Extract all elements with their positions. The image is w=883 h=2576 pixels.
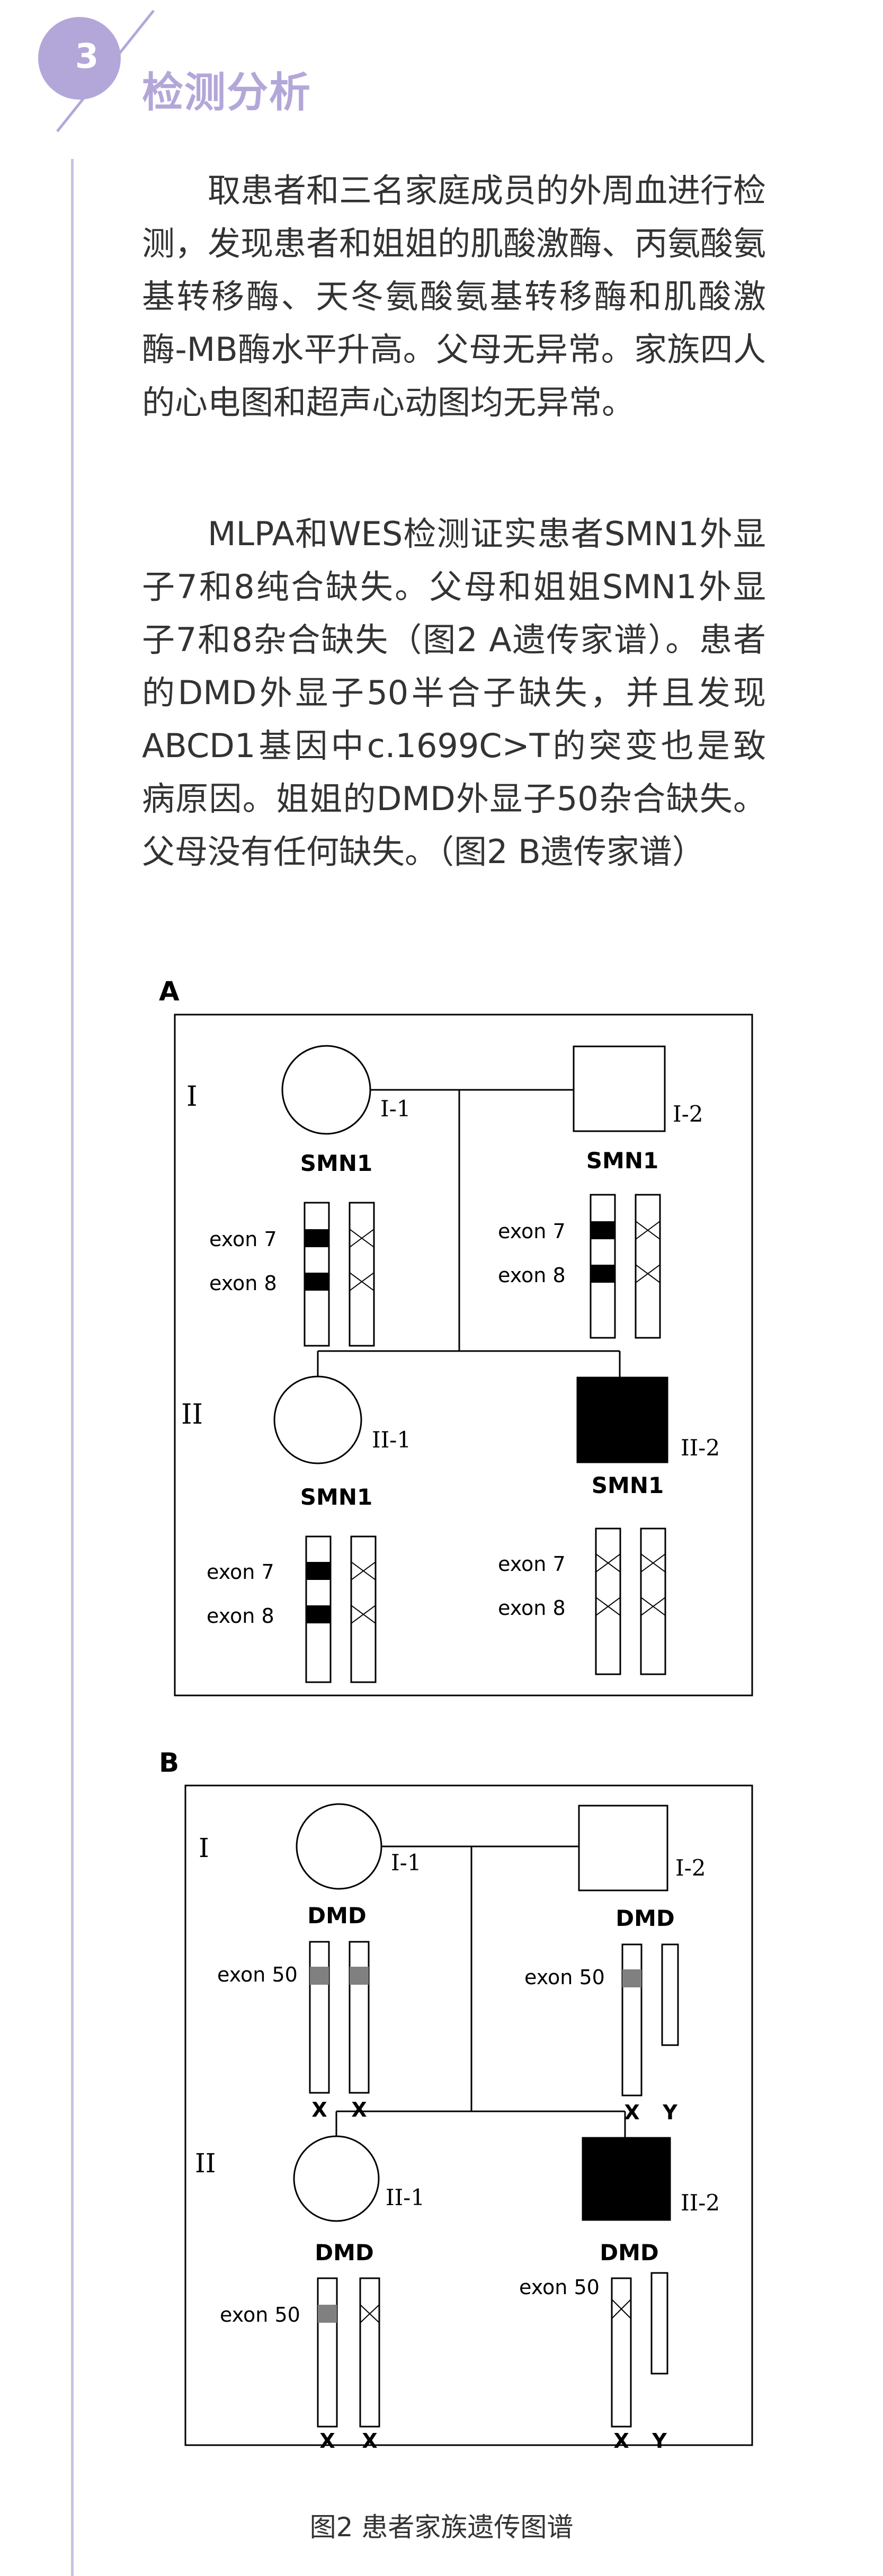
a-ii1-chr1-exon8 bbox=[306, 1605, 331, 1623]
a-i2-chr2-del8 bbox=[635, 1264, 661, 1283]
badge-slash bbox=[56, 10, 155, 132]
a-i2-chr2 bbox=[635, 1194, 661, 1339]
left-rule bbox=[71, 159, 74, 2576]
figure-caption: 图2 患者家族遗传图谱 bbox=[309, 2512, 574, 2543]
a-i1-gene-label: SMN1 bbox=[300, 1150, 372, 1176]
a-i2-chr1-exon8 bbox=[591, 1265, 615, 1283]
b-ii2-chr-x-del50 bbox=[611, 2299, 631, 2319]
section-number: 3 bbox=[75, 37, 99, 76]
a-ii1-id: II-1 bbox=[372, 1427, 411, 1453]
a-i2-exon8: exon 8 bbox=[498, 1264, 566, 1287]
a-i2-male-unaffected bbox=[573, 1045, 666, 1132]
b-ii1-exon50: exon 50 bbox=[220, 2303, 300, 2326]
a-i1-chr2 bbox=[349, 1202, 375, 1347]
b-ii2-label-y: Y bbox=[652, 2429, 667, 2453]
b-ii2-male-affected bbox=[582, 2137, 671, 2221]
panel-b: B I II I-1 I-2 DMD DMD exon 50 X X exon … bbox=[159, 1747, 753, 2453]
a-i2-chr2-del7 bbox=[635, 1221, 661, 1240]
a-ii1-exon8: exon 8 bbox=[207, 1604, 274, 1628]
pedigree-figure: A I II I-1 I-2 SMN1 SMN1 exon 7 exon 8 e… bbox=[159, 976, 753, 2453]
b-ii2-chr-y bbox=[650, 2272, 668, 2375]
b-i1-female-unaffected bbox=[296, 1803, 382, 1890]
panel-b-letter: B bbox=[159, 1747, 179, 1778]
a-ii1-gene-label: SMN1 bbox=[300, 1484, 372, 1510]
a-ii2-exon8: exon 8 bbox=[498, 1596, 566, 1620]
panel-a-frame bbox=[174, 1014, 753, 1696]
a-ii2-gene-label: SMN1 bbox=[592, 1472, 664, 1498]
panel-b-gen-2: II bbox=[195, 2148, 216, 2179]
paragraph-1: 取患者和三名家庭成员的外周血进行检测，发现患者和姐姐的肌酸激酶、丙氨酸氨基转移酶… bbox=[142, 171, 766, 422]
b-i2-label-y: Y bbox=[662, 2101, 677, 2124]
b-i1-label-x2: X bbox=[351, 2098, 367, 2121]
a-ii2-chr1-del7 bbox=[595, 1553, 621, 1573]
b-i2-gene-label: DMD bbox=[616, 1905, 675, 1931]
section-badge: 3 bbox=[38, 10, 155, 132]
b-i1-exon50: exon 50 bbox=[217, 1963, 298, 1986]
b-i1-id: I-1 bbox=[391, 1850, 422, 1876]
paragraph-2: MLPA和WES检测证实患者SMN1外显子7和8纯合缺失。父母和姐姐SMN1外显… bbox=[142, 514, 766, 871]
b-ii1-id: II-1 bbox=[386, 2184, 425, 2210]
a-ii2-id: II-2 bbox=[681, 1435, 720, 1461]
a-i1-chr2-del8 bbox=[349, 1272, 374, 1291]
b-ii2-id: II-2 bbox=[681, 2190, 720, 2216]
b-ii2-gene-label: DMD bbox=[600, 2240, 659, 2266]
b-ii1-chr-x1-exon50 bbox=[318, 2305, 337, 2323]
a-ii1-chr2-del7 bbox=[351, 1561, 376, 1580]
b-ii2-label-x: X bbox=[613, 2429, 629, 2453]
panel-b-gen-1: I bbox=[199, 1833, 209, 1863]
a-i2-id: I-2 bbox=[673, 1101, 703, 1127]
b-ii1-female-unaffected bbox=[293, 2135, 380, 2222]
a-ii2-chr2-del7 bbox=[640, 1553, 666, 1573]
b-i1-chr-x1-exon50 bbox=[310, 1967, 329, 1985]
a-ii1-exon7: exon 7 bbox=[207, 1560, 274, 1584]
a-i1-chr1-exon8 bbox=[305, 1273, 329, 1291]
b-i2-label-x: X bbox=[624, 2101, 639, 2124]
a-ii1-chr2 bbox=[350, 1535, 377, 1683]
a-i2-chr1-exon7 bbox=[591, 1221, 615, 1239]
b-i1-chr-x1 bbox=[309, 1941, 330, 2094]
b-i1-chr-x2-exon50 bbox=[350, 1967, 369, 1985]
a-i2-exon7: exon 7 bbox=[498, 1220, 566, 1243]
a-ii2-chr1-del8 bbox=[595, 1597, 621, 1616]
a-ii1-female-unaffected bbox=[273, 1375, 362, 1464]
b-ii1-chr-x2-del50 bbox=[360, 2304, 380, 2323]
b-i2-chr-x-exon50 bbox=[622, 1969, 641, 1987]
b-ii1-gene-label: DMD bbox=[315, 2240, 374, 2266]
panel-a: A I II I-1 I-2 SMN1 SMN1 exon 7 exon 8 e… bbox=[159, 976, 753, 1696]
a-i1-exon7: exon 7 bbox=[209, 1228, 277, 1251]
b-ii2-chr-x bbox=[611, 2277, 632, 2428]
panel-a-gen-2: II bbox=[181, 1399, 203, 1431]
b-i1-chr-x2 bbox=[349, 1941, 370, 2094]
b-i1-label-x1: X bbox=[311, 2098, 327, 2121]
b-ii1-label-x1: X bbox=[319, 2429, 335, 2453]
a-i1-id: I-1 bbox=[380, 1096, 411, 1122]
a-i1-chr1-exon7 bbox=[305, 1229, 329, 1247]
a-ii1-chr1-exon7 bbox=[306, 1562, 331, 1580]
a-ii2-exon7: exon 7 bbox=[498, 1552, 566, 1576]
a-ii2-chr2-del8 bbox=[640, 1597, 666, 1616]
panel-a-letter: A bbox=[159, 976, 180, 1007]
b-ii1-chr-x1 bbox=[317, 2277, 338, 2428]
a-i1-chr2-del7 bbox=[349, 1229, 374, 1248]
a-ii2-chr1 bbox=[595, 1527, 621, 1675]
a-ii1-chr2-del8 bbox=[351, 1605, 376, 1624]
b-ii1-chr-x2 bbox=[359, 2277, 380, 2428]
b-i2-id: I-2 bbox=[675, 1855, 706, 1881]
a-i2-gene-label: SMN1 bbox=[586, 1148, 658, 1174]
a-i1-exon8: exon 8 bbox=[209, 1272, 277, 1295]
panel-a-gen-1: I bbox=[186, 1081, 198, 1113]
b-ii1-label-x2: X bbox=[362, 2429, 377, 2453]
b-i2-chr-x bbox=[621, 1943, 643, 2097]
section-title: 检测分析 bbox=[142, 69, 312, 117]
a-ii2-chr2 bbox=[640, 1527, 666, 1675]
b-i2-male-unaffected bbox=[578, 1805, 668, 1891]
a-ii2-male-affected bbox=[576, 1376, 668, 1463]
b-i2-chr-y bbox=[661, 1943, 679, 2046]
b-i2-exon50: exon 50 bbox=[524, 1966, 605, 1989]
panel-b-frame bbox=[184, 1784, 753, 2446]
b-ii2-exon50: exon 50 bbox=[519, 2276, 600, 2299]
a-i1-female-unaffected bbox=[281, 1045, 371, 1135]
b-i1-gene-label: DMD bbox=[307, 1903, 367, 1929]
